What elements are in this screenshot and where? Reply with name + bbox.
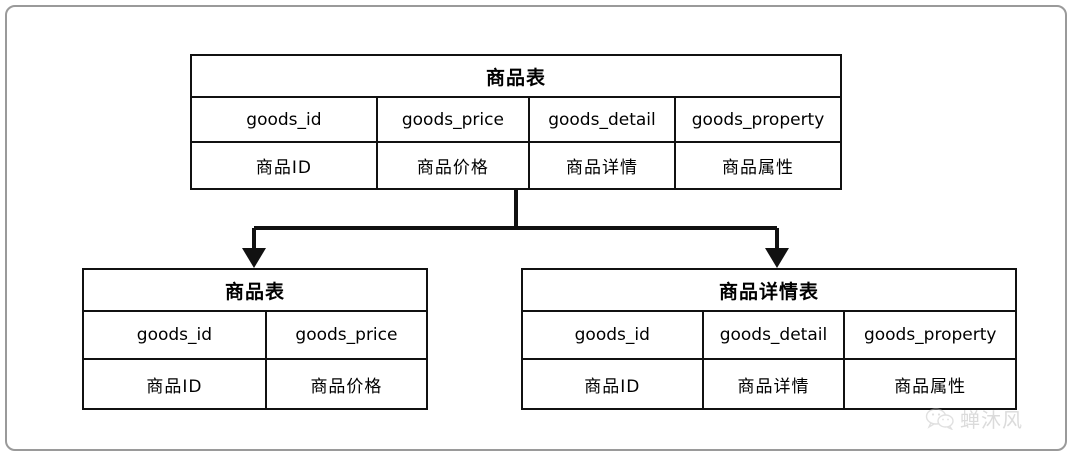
- description-cell: 商品价格: [378, 143, 530, 189]
- table-description-row: 商品ID 商品详情 商品属性: [523, 360, 1015, 408]
- table-goods-detail-split: 商品详情表 goods_id goods_detail goods_proper…: [521, 268, 1017, 410]
- table-field-row: goods_id goods_price goods_detail goods_…: [192, 98, 840, 144]
- field-cell: goods_id: [192, 98, 378, 142]
- table-field-row: goods_id goods_detail goods_property: [523, 312, 1015, 361]
- field-cell: goods_id: [84, 312, 267, 359]
- field-cell: goods_property: [691, 109, 825, 130]
- table-description-row: 商品ID 商品价格 商品详情 商品属性: [192, 143, 840, 189]
- table-field-row: goods_id goods_price: [84, 312, 426, 361]
- field-cell: goods_property: [863, 325, 997, 346]
- field-cell: goods_price: [378, 98, 530, 142]
- table-title: 商品表: [84, 270, 426, 313]
- field-cell: goods_id: [523, 312, 704, 359]
- table-description-row: 商品ID 商品价格: [84, 360, 426, 408]
- description-cell: 商品详情: [530, 143, 677, 189]
- description-cell: 商品详情: [704, 360, 846, 408]
- description-cell: 商品属性: [894, 376, 967, 397]
- description-cell: 商品ID: [523, 360, 704, 408]
- description-cell: 商品ID: [192, 143, 378, 189]
- watermark: 蝉沐风: [925, 404, 1023, 433]
- description-cell: 商品属性: [722, 158, 795, 179]
- table-title: 商品表: [192, 56, 840, 99]
- wechat-icon: [925, 407, 954, 430]
- table-title: 商品详情表: [523, 270, 1015, 313]
- description-cell: 商品ID: [84, 360, 267, 408]
- field-cell: goods_detail: [530, 98, 677, 142]
- table-goods-original: 商品表 goods_id goods_price goods_detail go…: [190, 54, 842, 190]
- field-cell: goods_detail: [704, 312, 846, 359]
- field-cell: goods_price: [295, 325, 398, 346]
- description-cell: 商品价格: [310, 376, 383, 397]
- table-goods-split: 商品表 goods_id goods_price 商品ID 商品价格: [82, 268, 428, 410]
- watermark-text: 蝉沐风: [960, 408, 1023, 432]
